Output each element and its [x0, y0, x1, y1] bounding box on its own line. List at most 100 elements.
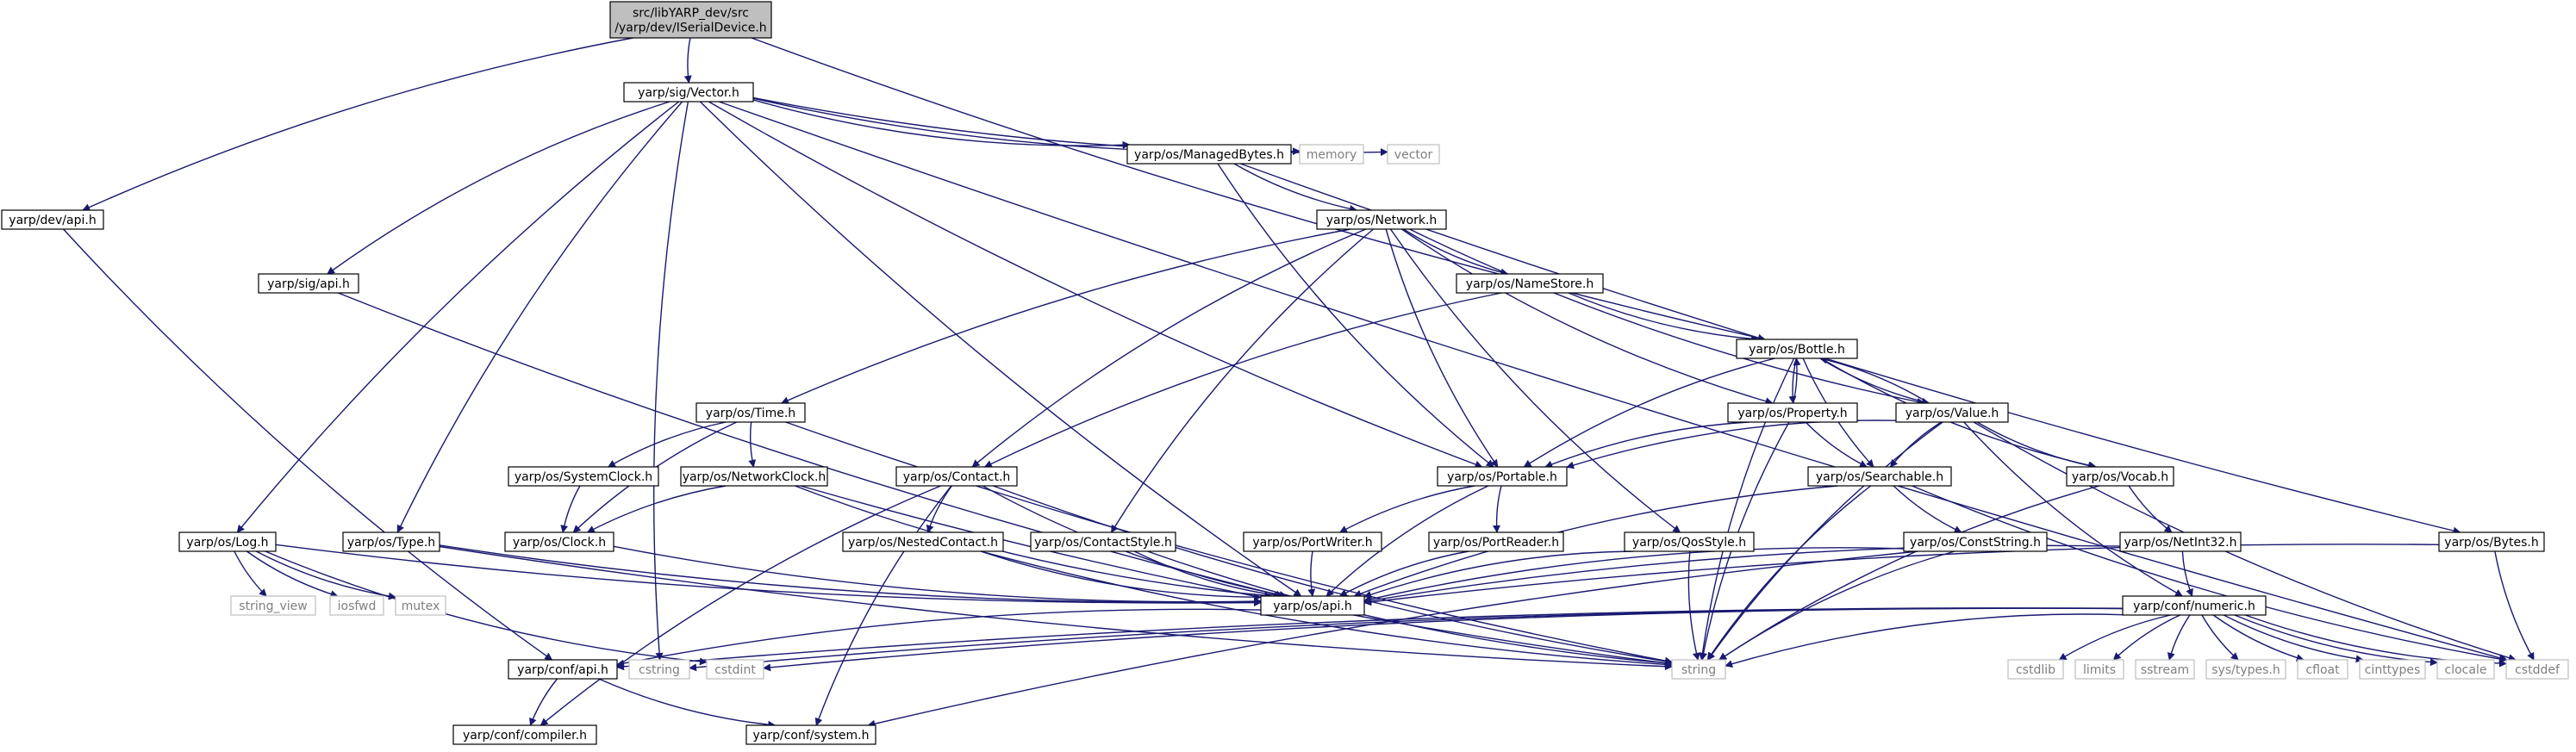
include-edge-networkclock-to-osapi	[795, 485, 1273, 600]
include-edge-vocab-to-netint32	[2128, 485, 2173, 533]
node-label: yarp/os/NetworkClock.h	[683, 470, 826, 484]
include-edge-portwriter-to-osapi	[1307, 550, 1316, 597]
node-confapi[interactable]: yarp/conf/api.h	[508, 659, 618, 680]
include-edge-managedbytes-to-network	[1233, 163, 1357, 213]
node-label: yarp/os/Bytes.h	[2444, 536, 2538, 550]
include-edge-value-to-string	[1707, 421, 1943, 661]
node-contact[interactable]: yarp/os/Contact.h	[895, 466, 1018, 487]
include-edge-portable-to-portreader	[1492, 485, 1502, 533]
node-label: yarp/sig/api.h	[267, 277, 350, 291]
node-label: /yarp/dev/ISerialDevice.h	[614, 22, 766, 35]
include-edge-portable-to-osapi	[1325, 485, 1489, 597]
node-box	[178, 531, 277, 552]
node-box	[395, 595, 446, 616]
node-contactstyle[interactable]: yarp/os/ContactStyle.h	[1030, 531, 1176, 552]
include-edge-time-to-networkclock	[748, 421, 757, 468]
node-box	[1727, 402, 1858, 423]
node-box	[623, 82, 754, 103]
include-edge-bytes-to-osapi	[1363, 544, 2440, 606]
include-edge-namestore-to-contact	[983, 292, 1502, 468]
node-box	[895, 466, 1018, 487]
node-bottle[interactable]: yarp/os/Bottle.h	[1736, 339, 1858, 359]
node-vector[interactable]: yarp/sig/Vector.h	[623, 82, 754, 103]
node-cstring: cstring	[628, 659, 690, 680]
node-systemclock[interactable]: yarp/os/SystemClock.h	[508, 466, 659, 487]
node-vocab[interactable]: yarp/os/Vocab.h	[2066, 466, 2174, 487]
node-compiler[interactable]: yarp/conf/compiler.h	[452, 724, 597, 745]
node-label: yarp/os/Network.h	[1326, 214, 1438, 227]
node-bytes[interactable]: yarp/os/Bytes.h	[2438, 531, 2545, 552]
include-edge-bytes-to-cstddef	[2494, 550, 2535, 661]
include-edge-confapi-to-compiler	[529, 678, 558, 726]
node-label: cstring	[639, 663, 680, 677]
node-memory: memory	[1299, 144, 1364, 165]
include-edge-clock-to-osapi	[613, 545, 1262, 606]
node-property[interactable]: yarp/os/Property.h	[1727, 402, 1858, 423]
include-edge-value-to-numeric	[1963, 421, 2183, 597]
node-label: yarp/dev/api.h	[9, 214, 96, 227]
include-edge-searchable-to-string	[1706, 485, 1872, 661]
node-box	[2122, 595, 2267, 616]
node-nestedcontact[interactable]: yarp/os/NestedContact.h	[842, 531, 1004, 552]
node-system[interactable]: yarp/conf/system.h	[745, 724, 876, 745]
include-edge-network-to-time	[781, 228, 1351, 404]
node-conststring[interactable]: yarp/os/ConstString.h	[1903, 531, 2048, 552]
node-label: yarp/conf/compiler.h	[463, 729, 587, 743]
include-edge-network-to-contact	[971, 228, 1367, 468]
include-edge-value-to-searchable	[1889, 421, 1942, 468]
node-label: yarp/os/Type.h	[347, 536, 435, 550]
node-portreader[interactable]: yarp/os/PortReader.h	[1428, 531, 1564, 552]
node-box	[1, 209, 104, 230]
node-box	[2505, 659, 2569, 680]
include-edge-vector-to-portable	[708, 101, 1483, 469]
node-time[interactable]: yarp/os/Time.h	[695, 402, 806, 423]
node-sigapi[interactable]: yarp/sig/api.h	[258, 273, 359, 294]
node-log[interactable]: yarp/os/Log.h	[178, 531, 277, 552]
node-stringview: string_view	[230, 595, 316, 616]
include-edge-searchable-to-cstddef	[1912, 485, 2507, 663]
node-label: iosfwd	[338, 600, 377, 613]
node-devapi[interactable]: yarp/dev/api.h	[1, 209, 104, 230]
include-edge-network-to-value	[1409, 228, 1925, 406]
node-cstdint: cstdint	[706, 659, 764, 680]
node-network[interactable]: yarp/os/Network.h	[1316, 209, 1447, 230]
node-osapi[interactable]: yarp/os/api.h	[1260, 595, 1365, 616]
include-edge-numeric-to-confapi	[616, 607, 2124, 671]
node-value[interactable]: yarp/os/Value.h	[1895, 402, 2009, 423]
node-searchable[interactable]: yarp/os/Searchable.h	[1807, 466, 1952, 487]
node-label: yarp/os/NestedContact.h	[848, 536, 998, 550]
include-edge-numeric-to-limits	[2112, 614, 2180, 661]
node-networkclock[interactable]: yarp/os/NetworkClock.h	[680, 466, 828, 487]
include-edge-vector-to-managedbytes	[752, 99, 1131, 149]
include-edge-vector-to-sigapi	[327, 101, 671, 275]
include-edge-numeric-to-cfloat	[2212, 614, 2305, 662]
node-vectorstd: vector	[1387, 144, 1440, 165]
node-box	[2359, 659, 2426, 680]
node-numeric[interactable]: yarp/conf/numeric.h	[2122, 595, 2267, 616]
include-edge-contactstyle-to-osapi	[1133, 550, 1282, 600]
node-mutex: mutex	[395, 595, 446, 616]
node-label: yarp/os/Clock.h	[513, 536, 606, 550]
include-edge-netint32-to-numeric	[2181, 550, 2193, 597]
node-managedbytes[interactable]: yarp/os/ManagedBytes.h	[1126, 144, 1292, 165]
node-namestore[interactable]: yarp/os/NameStore.h	[1456, 273, 1604, 294]
include-edge-value-to-cstddef	[1973, 421, 2517, 662]
node-label: yarp/os/Portable.h	[1447, 470, 1557, 484]
node-cstddef: cstddef	[2505, 659, 2569, 680]
node-label: yarp/os/QosStyle.h	[1632, 536, 1746, 550]
include-edge-qosstyle-to-string	[1687, 550, 1700, 661]
node-box	[230, 595, 316, 616]
include-edge-vocab-to-string	[1718, 485, 2100, 661]
node-clock[interactable]: yarp/os/Clock.h	[504, 531, 614, 552]
node-box	[695, 402, 806, 423]
node-netint32[interactable]: yarp/os/NetInt32.h	[2119, 531, 2242, 552]
node-portable[interactable]: yarp/os/Portable.h	[1437, 466, 1568, 487]
include-edge-managedbytes-to-portable	[1217, 163, 1494, 468]
include-edge-numeric-to-string	[1725, 613, 2124, 668]
node-type[interactable]: yarp/os/Type.h	[342, 531, 440, 552]
include-edge-bottle-to-value	[1819, 357, 1930, 406]
node-qosstyle[interactable]: yarp/os/QosStyle.h	[1624, 531, 1755, 552]
node-portwriter[interactable]: yarp/os/PortWriter.h	[1243, 531, 1382, 552]
node-root[interactable]: src/libYARP_dev/src/yarp/dev/ISerialDevi…	[609, 1, 772, 39]
